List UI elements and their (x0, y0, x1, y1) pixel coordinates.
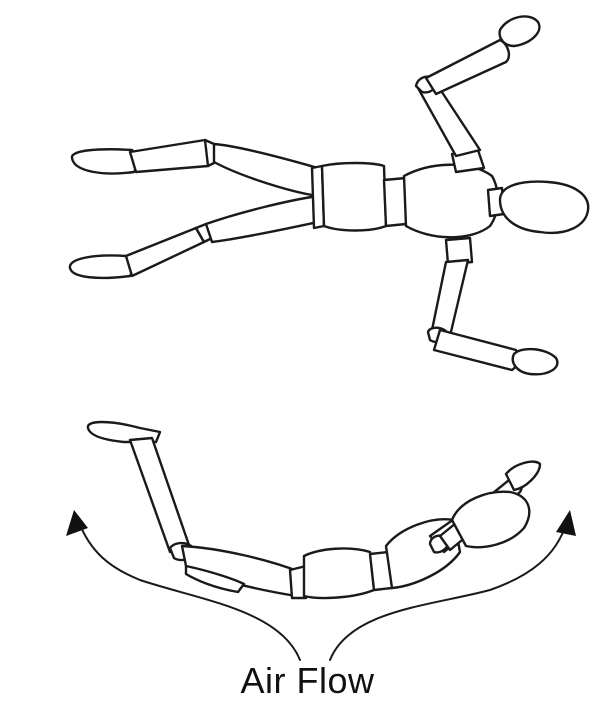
air-flow-caption: Air Flow (0, 663, 615, 698)
chest (404, 165, 498, 238)
skydiver-side-view (88, 422, 540, 598)
waist (384, 178, 406, 226)
right-arrowhead (556, 510, 576, 536)
upper-arm (416, 16, 539, 172)
left-arrowhead (66, 510, 88, 536)
lower-upperarm (432, 260, 468, 336)
upper-forearm (426, 40, 509, 94)
lower-hand (513, 349, 558, 374)
upper-shin (130, 140, 212, 172)
lower-forearm (434, 330, 518, 370)
lower-thigh (206, 196, 318, 242)
upper-thigh (214, 144, 318, 196)
lower-arm (428, 238, 557, 374)
lower-shin (126, 228, 204, 276)
abdomen (322, 163, 386, 231)
lower-leg (70, 196, 318, 278)
side-shin (130, 438, 190, 552)
side-hand (506, 462, 540, 490)
side-abdomen (304, 549, 374, 598)
head (500, 182, 588, 233)
skydiver-top-view (70, 16, 588, 374)
side-head (452, 492, 529, 547)
upper-hand (500, 16, 540, 46)
upper-leg (72, 140, 318, 196)
